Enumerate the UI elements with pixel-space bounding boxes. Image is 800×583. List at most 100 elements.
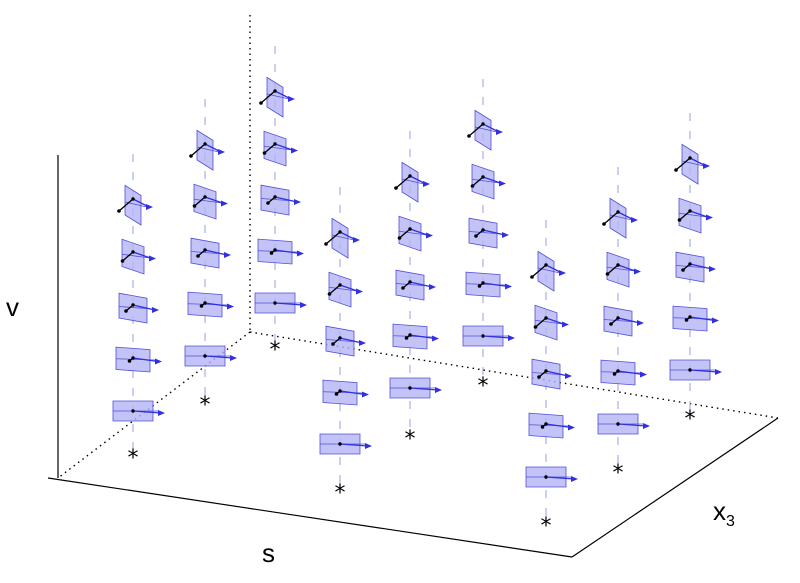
black-arrowhead	[470, 184, 475, 188]
plane-axis	[534, 319, 564, 325]
blue-arrow	[482, 229, 506, 236]
tangent-plane-glyph	[120, 238, 156, 275]
black-arrowhead	[477, 284, 482, 288]
tangent-plane	[606, 251, 630, 288]
blue-arrowhead	[508, 335, 515, 341]
blue-arrowhead	[499, 180, 506, 187]
tangent-plane-glyph	[602, 197, 638, 239]
tangent-plane	[193, 183, 217, 220]
black-arrowhead	[266, 201, 270, 205]
tangent-plane-glyph	[189, 129, 225, 171]
blue-arrowhead	[291, 147, 298, 154]
blue-arrow	[204, 355, 234, 359]
glyph-center-dot	[408, 280, 412, 284]
blue-arrowhead	[429, 284, 436, 290]
star-marker: *	[541, 514, 552, 539]
plane-axis	[398, 230, 428, 236]
blue-arrowhead	[562, 321, 569, 328]
blue-arrow	[204, 249, 228, 256]
glyph-center-dot	[338, 230, 342, 234]
tangent-plane-glyph	[118, 292, 159, 324]
black-arrowhead	[327, 292, 332, 296]
tangent-plane-glyph	[322, 379, 369, 406]
glyph-center-dot	[203, 354, 207, 358]
black-arrowhead	[404, 336, 409, 340]
tangent-plane-glyph	[190, 237, 231, 269]
black-arrowhead	[533, 325, 538, 329]
glyph-center-dot	[338, 336, 342, 340]
black-arrowhead	[677, 218, 682, 222]
blue-arrow	[409, 334, 436, 340]
blue-arrow	[204, 196, 225, 205]
blue-arrowhead	[435, 387, 442, 393]
tangent-plane	[398, 215, 422, 252]
blue-arrowhead	[634, 268, 641, 275]
tangent-plane	[121, 238, 145, 275]
star-marker: *	[685, 407, 696, 432]
glyph-center-dot	[688, 368, 692, 372]
blue-arrowhead	[221, 200, 228, 207]
blue-arrow	[617, 317, 641, 324]
glyph-center-dot	[481, 175, 485, 179]
tangent-plane-glyph	[324, 217, 360, 259]
blue-arrowhead	[365, 443, 372, 449]
glyph-center-dot	[273, 248, 277, 252]
blue-arrow	[617, 264, 638, 273]
blue-arrowhead	[155, 358, 162, 365]
glyph-center-dot	[203, 301, 207, 305]
blue-arrow	[409, 387, 439, 391]
black-arrowhead	[530, 275, 534, 279]
blue-arrow	[545, 423, 572, 429]
black-arrow	[260, 90, 276, 104]
field-column: *	[112, 154, 165, 471]
tangent-plane	[263, 130, 287, 167]
field-column: *	[389, 131, 442, 452]
black-arrowhead	[537, 375, 541, 379]
blue-arrowhead	[218, 149, 225, 155]
blue-arrow	[339, 443, 369, 447]
black-arrowhead	[331, 342, 335, 346]
tangent-plane-glyph	[674, 143, 710, 185]
tangent-plane-glyph	[603, 305, 644, 337]
tangent-plane-glyph	[600, 359, 647, 386]
tangent-plane-glyph	[262, 130, 298, 167]
tangent-plane	[471, 163, 495, 200]
blue-arrow	[482, 176, 503, 185]
blue-arrowhead	[353, 237, 360, 243]
plane-axis	[328, 286, 358, 292]
star-marker: *	[128, 446, 139, 471]
glyph-center-dot	[481, 334, 485, 338]
glyph-center-dot	[544, 369, 548, 373]
tangent-plane	[675, 251, 705, 283]
blue-arrow	[132, 251, 153, 260]
tangent-plane	[118, 292, 148, 324]
blue-arrow	[689, 263, 713, 270]
glyph-center-dot	[131, 303, 135, 307]
black-arrowhead	[262, 151, 267, 155]
tangent-plane	[678, 197, 702, 234]
black-arrowhead	[324, 242, 328, 246]
blue-arrowhead	[432, 335, 439, 342]
blue-arrowhead	[706, 214, 713, 221]
blue-arrowhead	[505, 283, 512, 290]
blue-arrowhead	[152, 307, 159, 313]
blue-arrow	[132, 357, 159, 363]
glyph-center-dot	[338, 283, 342, 287]
blue-arrow	[274, 302, 304, 306]
glyph-center-dot	[131, 250, 135, 254]
blue-arrow	[545, 370, 569, 377]
blue-arrow	[545, 317, 566, 326]
blue-arrowhead	[359, 340, 366, 346]
black-arrowhead	[334, 392, 339, 396]
tangent-plane	[395, 269, 425, 301]
black-arrowhead	[120, 259, 125, 263]
black-arrowhead	[540, 425, 545, 429]
black-arrowhead	[196, 254, 200, 258]
star-marker: *	[613, 461, 624, 486]
black-arrowhead	[269, 251, 274, 255]
field-column: *	[525, 220, 578, 539]
tangent-plane-glyph	[525, 466, 578, 488]
glyph-center-dot	[616, 210, 620, 214]
blue-arrowhead	[571, 476, 578, 482]
blue-arrow	[274, 143, 295, 152]
